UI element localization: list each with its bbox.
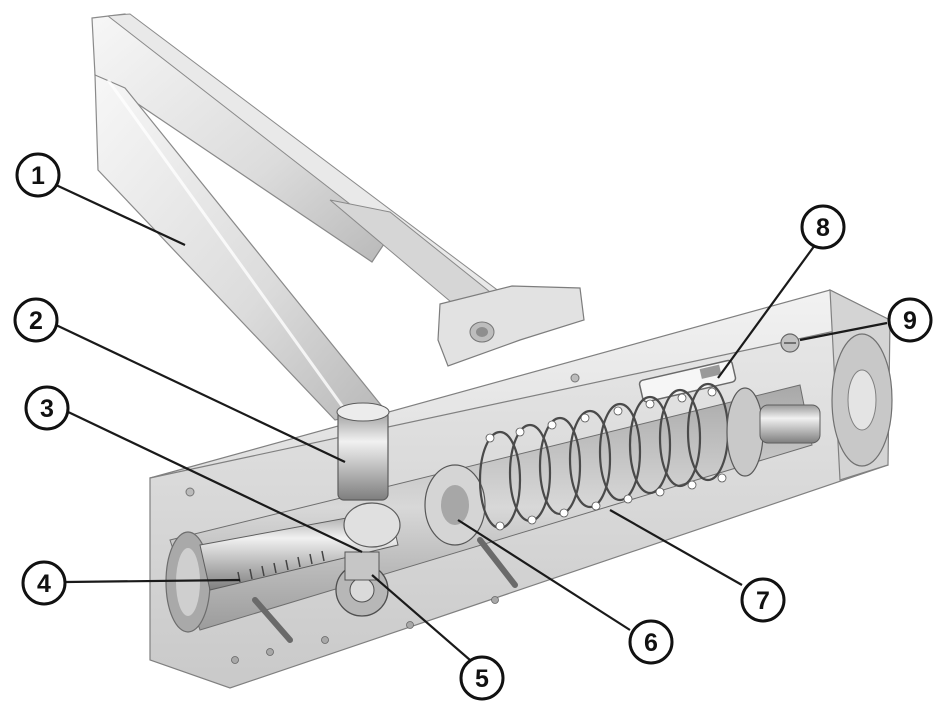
svg-text:7: 7 bbox=[756, 587, 770, 615]
spring-guide-dots bbox=[485, 387, 727, 531]
callout-5: 5 bbox=[459, 655, 505, 701]
svg-text:6: 6 bbox=[644, 629, 658, 657]
internal-mechanism bbox=[199, 382, 821, 664]
svg-text:5: 5 bbox=[475, 665, 489, 693]
arm-assembly bbox=[91, 13, 585, 421]
closer-body bbox=[149, 289, 893, 689]
svg-text:4: 4 bbox=[37, 570, 51, 598]
callouts: 1 2 3 4 5 6 7 8 bbox=[13, 152, 933, 701]
cam bbox=[343, 502, 401, 548]
leader-line-3 bbox=[63, 409, 363, 553]
svg-text:2: 2 bbox=[29, 307, 43, 335]
svg-text:9: 9 bbox=[903, 307, 917, 335]
callout-8: 8 bbox=[800, 204, 846, 250]
callout-6: 6 bbox=[628, 619, 674, 665]
leader-line-1 bbox=[55, 184, 186, 246]
leader-line-2 bbox=[55, 324, 346, 463]
leader-line-7 bbox=[609, 509, 743, 586]
leader-line-8 bbox=[717, 244, 816, 379]
callout-4: 4 bbox=[21, 560, 67, 606]
callout-2: 2 bbox=[13, 297, 59, 343]
leader-lines bbox=[55, 184, 888, 661]
leader-line-9 bbox=[799, 321, 888, 342]
arm-bracket bbox=[437, 285, 585, 367]
leader-line-4 bbox=[65, 578, 241, 584]
svg-text:8: 8 bbox=[816, 214, 830, 242]
callout-1: 1 bbox=[15, 152, 61, 198]
svg-text:1: 1 bbox=[31, 162, 45, 190]
callout-9: 9 bbox=[887, 297, 933, 343]
leader-line-5 bbox=[371, 574, 471, 661]
callout-3: 3 bbox=[24, 385, 70, 431]
callout-7: 7 bbox=[740, 577, 786, 623]
pinion-shaft bbox=[337, 409, 389, 501]
svg-text:3: 3 bbox=[40, 395, 54, 423]
leader-line-6 bbox=[457, 519, 631, 631]
